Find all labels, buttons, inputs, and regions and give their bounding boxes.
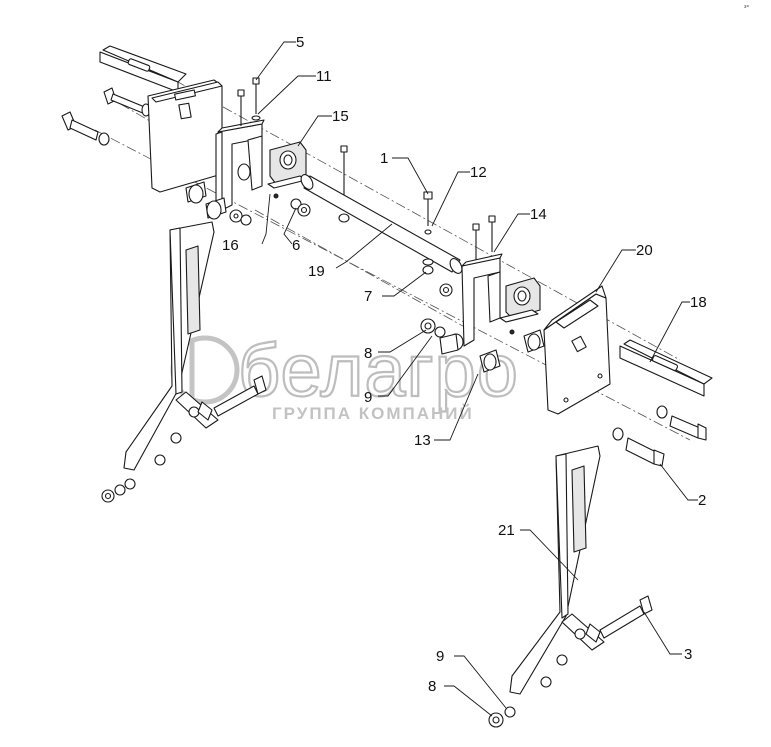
callout-12: 12: [470, 164, 487, 181]
left-leg-bolt: [213, 375, 267, 417]
callout-21: 21: [498, 522, 515, 539]
watermark-brand: белагро: [238, 329, 519, 412]
clamp-block-15: [267, 141, 307, 199]
right-frame-bracket: [439, 215, 503, 355]
left-bushings: [185, 181, 252, 226]
right-bracket-plate-20: [543, 285, 611, 415]
bolt-2: [612, 405, 707, 467]
callout-11: 11: [316, 68, 332, 85]
nuts-center: [420, 283, 453, 338]
callout-9-center: 9: [364, 389, 372, 406]
callout-16: 16: [222, 237, 239, 254]
clamp-block-right: [499, 277, 541, 335]
callout-8-bottom: 8: [428, 678, 436, 695]
callout-9-bottom: 9: [436, 648, 444, 665]
callout-1: 1: [380, 150, 388, 167]
callout-7: 7: [364, 288, 372, 305]
right-leg-nuts: [488, 706, 516, 728]
callout-labels: 5 11 15 1 12 14 20 16 6 19 18 7 8 9 13 2…: [222, 34, 707, 695]
bolt-1: [423, 191, 433, 235]
leader-lines: [255, 41, 698, 717]
left-leg: [123, 221, 219, 471]
callout-5: 5: [296, 34, 304, 51]
watermark: белагро ГРУППА КОМПАНИЙ: [170, 328, 519, 423]
left-bolt-upper: [103, 87, 153, 117]
washer-7: [422, 258, 434, 275]
left-bolt-lower: [61, 111, 110, 146]
callout-13: 13: [414, 432, 431, 449]
corner-mark: ³°: [744, 4, 749, 12]
callout-6: 6: [292, 237, 300, 254]
nuts-6: [290, 198, 311, 217]
callout-2: 2: [698, 492, 706, 509]
axis-mid: [254, 209, 471, 331]
callout-19: 19: [308, 263, 325, 280]
left-bracket-plate: [147, 79, 223, 193]
left-leg-nuts: [101, 478, 136, 503]
bolts-5-11: [237, 77, 261, 126]
top-frame-bracket: [215, 119, 265, 211]
watermark-subtitle: ГРУППА КОМПАНИЙ: [272, 404, 474, 423]
left-clamp-lever: [99, 45, 187, 93]
clamp-lever-18: [619, 339, 713, 397]
callout-15: 15: [332, 108, 349, 125]
callout-18: 18: [690, 294, 707, 311]
callout-8-center: 8: [364, 345, 372, 362]
callout-3: 3: [684, 646, 692, 663]
callout-20: 20: [636, 242, 653, 259]
right-bushing: [523, 329, 545, 353]
tube-19: [300, 174, 463, 274]
right-leg-21: [509, 445, 605, 695]
bushing-13: [479, 349, 501, 373]
callout-14: 14: [530, 206, 547, 223]
bolt-3: [599, 595, 653, 639]
